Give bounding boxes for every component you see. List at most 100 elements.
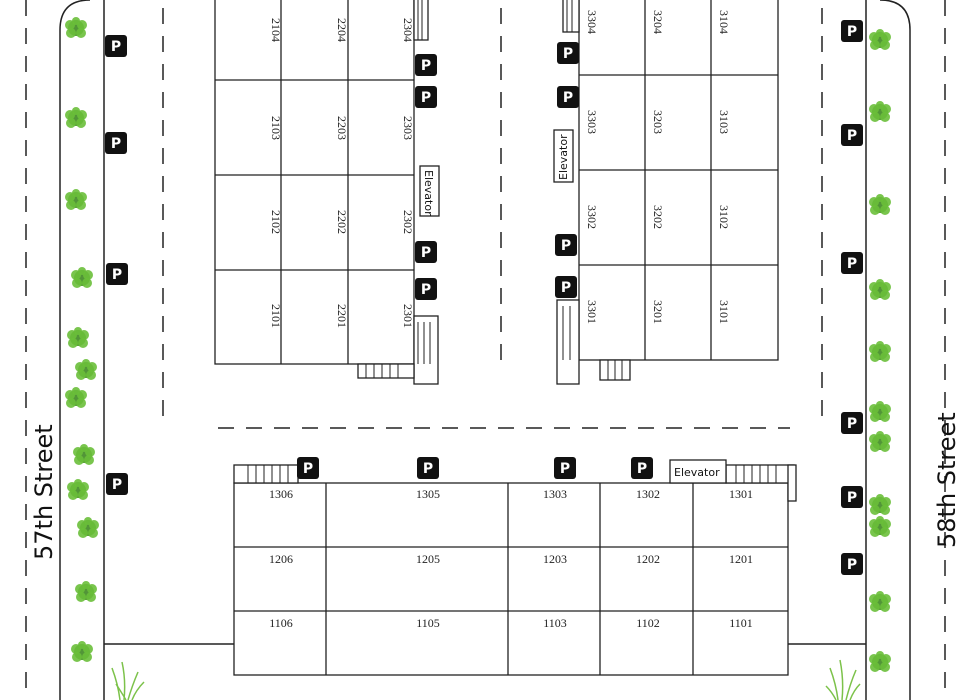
- unit-label: 1306: [269, 487, 293, 501]
- unit-label: 1102: [636, 616, 660, 630]
- parking-sign-label: P: [112, 267, 122, 283]
- elevator-label: Elevator: [674, 466, 720, 479]
- stair-icon: [562, 0, 580, 33]
- building-2000: Elevator: [214, 0, 440, 385]
- lane-markings: [25, 0, 946, 700]
- elevator-label: Elevator: [557, 134, 570, 180]
- trees: [65, 17, 891, 672]
- parking-sign-icon: P: [841, 124, 863, 146]
- parking-sign-label: P: [561, 238, 571, 254]
- building-1000-outline: [233, 482, 789, 676]
- stair-icon: [357, 363, 415, 379]
- parking-sign-icon: P: [841, 412, 863, 434]
- unit-label: 2202: [335, 210, 349, 234]
- parking-sign-label: P: [423, 461, 433, 477]
- parking-sign-icon: P: [841, 486, 863, 508]
- road-outlines: [59, 0, 911, 700]
- unit-label: 1303: [543, 487, 567, 501]
- unit-label: 3104: [717, 10, 731, 34]
- unit-label: 1301: [729, 487, 753, 501]
- tree-icon: [869, 279, 891, 300]
- parking-sign-icon: P: [297, 457, 319, 479]
- building-3000: Elevator: [553, 0, 779, 385]
- parking-sign-icon: P: [106, 473, 128, 495]
- parking-sign-icon: P: [106, 263, 128, 285]
- unit-label: 1302: [636, 487, 660, 501]
- unit-label: 3202: [651, 205, 665, 229]
- parking-sign-icon: P: [555, 234, 577, 256]
- tree-icon: [67, 327, 89, 348]
- unit-label: 3204: [651, 10, 665, 34]
- parking-sign-label: P: [563, 90, 573, 106]
- unit-label: 3201: [651, 300, 665, 324]
- unit-label: 3304: [585, 10, 599, 34]
- tree-icon: [869, 494, 891, 515]
- elevator-2000: [419, 165, 440, 217]
- street-label-west: 57th Street: [30, 424, 58, 560]
- tree-icon: [869, 194, 891, 215]
- parking-sign-icon: P: [841, 252, 863, 274]
- parking-sign-icon: P: [415, 86, 437, 108]
- tree-icon: [869, 431, 891, 452]
- unit-label: 2201: [335, 304, 349, 328]
- unit-label: 3302: [585, 205, 599, 229]
- parking-sign-label: P: [847, 256, 857, 272]
- unit-label: 1105: [416, 616, 440, 630]
- parking-sign-label: P: [560, 461, 570, 477]
- parking-sign-label: P: [421, 90, 431, 106]
- unit-label: 1106: [269, 616, 293, 630]
- elevator-1000: [669, 459, 727, 484]
- tree-icon: [65, 387, 87, 408]
- tree-icon: [869, 341, 891, 362]
- unit-label: 1103: [543, 616, 567, 630]
- east-inner-curb: [879, 0, 911, 700]
- unit-label: 1203: [543, 552, 567, 566]
- parking-sign-label: P: [111, 39, 121, 55]
- parking-sign-label: P: [847, 490, 857, 506]
- parking-sign-label: P: [111, 136, 121, 152]
- unit-label: 1101: [729, 616, 753, 630]
- unit-label: 2103: [269, 116, 283, 140]
- parking-sign-icon: P: [415, 278, 437, 300]
- unit-label: 2204: [335, 18, 349, 42]
- tree-icon: [869, 591, 891, 612]
- parking-sign-label: P: [563, 46, 573, 62]
- tree-icon: [77, 517, 99, 538]
- unit-label: 2102: [269, 210, 283, 234]
- parking-sign-label: P: [847, 557, 857, 573]
- building-3000-outline: [578, 0, 779, 361]
- unit-label: 3103: [717, 110, 731, 134]
- elevator-3000: [553, 129, 574, 183]
- unit-label: 2104: [269, 18, 283, 42]
- parking-sign-icon: P: [841, 20, 863, 42]
- unit-label: 1206: [269, 552, 293, 566]
- elevator-label: Elevator: [422, 170, 435, 216]
- tree-icon: [73, 444, 95, 465]
- parking-sign-icon: P: [841, 553, 863, 575]
- unit-label: 3301: [585, 300, 599, 324]
- tree-icon: [71, 641, 93, 662]
- unit-label: 2304: [401, 18, 415, 42]
- unit-label: 3303: [585, 110, 599, 134]
- parking-sign-label: P: [421, 58, 431, 74]
- parking-sign-icon: P: [557, 42, 579, 64]
- unit-label: 2301: [401, 304, 415, 328]
- parking-sign-label: P: [561, 280, 571, 296]
- tree-icon: [67, 479, 89, 500]
- unit-label: 1202: [636, 552, 660, 566]
- tree-icon: [65, 17, 87, 38]
- parking-sign-label: P: [847, 416, 857, 432]
- unit-label: 3101: [717, 300, 731, 324]
- parking-sign-label: P: [421, 282, 431, 298]
- tree-icon: [869, 401, 891, 422]
- unit-label: 1205: [416, 552, 440, 566]
- tree-icon: [65, 189, 87, 210]
- grass-icon: [111, 659, 861, 700]
- stair-icon: [787, 464, 797, 502]
- parking-sign-label: P: [637, 461, 647, 477]
- unit-label: 3102: [717, 205, 731, 229]
- parking-sign-icon: P: [631, 457, 653, 479]
- unit-label: 2203: [335, 116, 349, 140]
